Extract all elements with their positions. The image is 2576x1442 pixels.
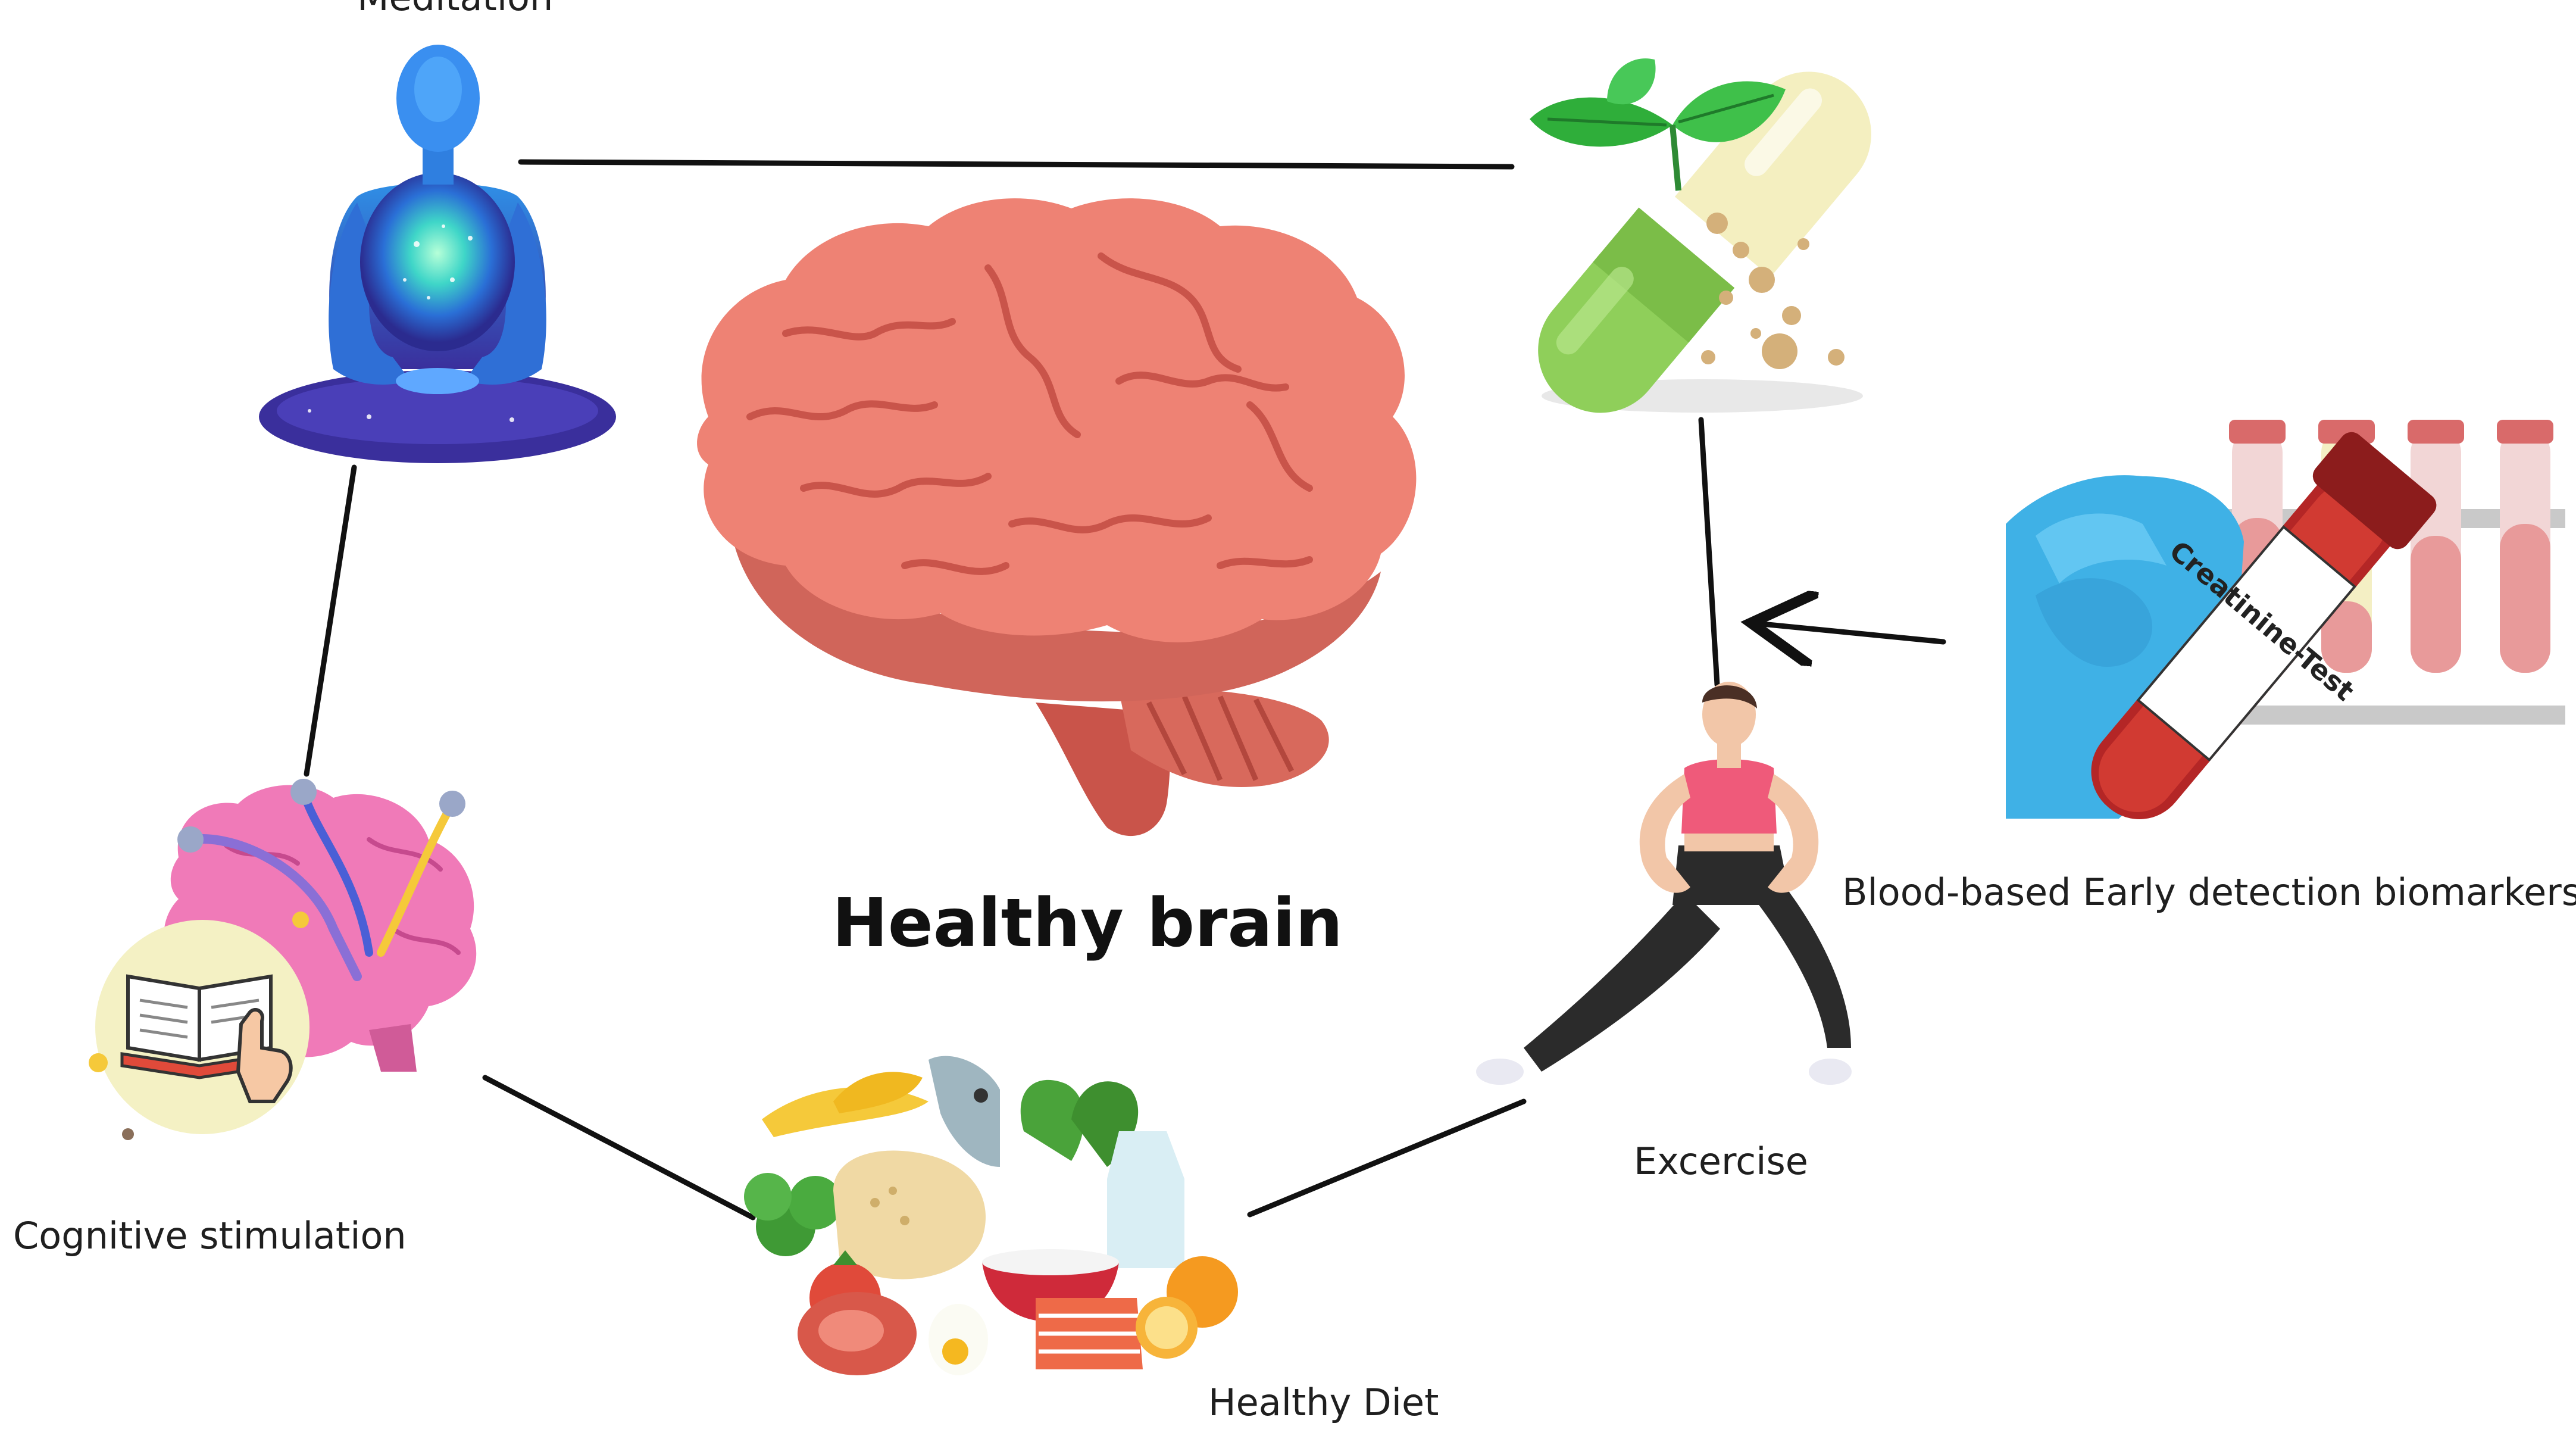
central-brain-icon: [697, 198, 1417, 837]
connector-lines: [304, 159, 1946, 1221]
center-title: Healthy brain: [832, 885, 1343, 962]
connector-cognitive-diet: [482, 1075, 756, 1221]
blood-test-tubes-icon: Creatinine-Test: [2006, 420, 2565, 819]
label-meditation: Meditation: [357, 0, 553, 16]
arrow-biomarkers-to-exercise: [1762, 624, 1946, 642]
label-cognitive-stimulation: Cognitive stimulation: [13, 1214, 407, 1257]
herbal-capsule-icon: [1530, 58, 1871, 413]
label-biomarkers: Blood-based Early detection biomarkers: [1842, 870, 2576, 914]
exercising-woman-icon: [1476, 682, 1852, 1085]
connector-meditation-cognitive: [304, 464, 357, 777]
brain-book-icon: [89, 779, 477, 1140]
food-group-icon: [744, 1056, 1238, 1375]
connector-supplements-exercise: [1698, 417, 1720, 688]
meditation-figure-icon: [259, 45, 616, 463]
label-healthy-diet: Healthy Diet: [1208, 1381, 1439, 1424]
connector-diet-exercise: [1247, 1098, 1527, 1218]
label-exercise: Excercise: [1634, 1140, 1808, 1183]
connector-meditation-supplements: [518, 159, 1515, 170]
